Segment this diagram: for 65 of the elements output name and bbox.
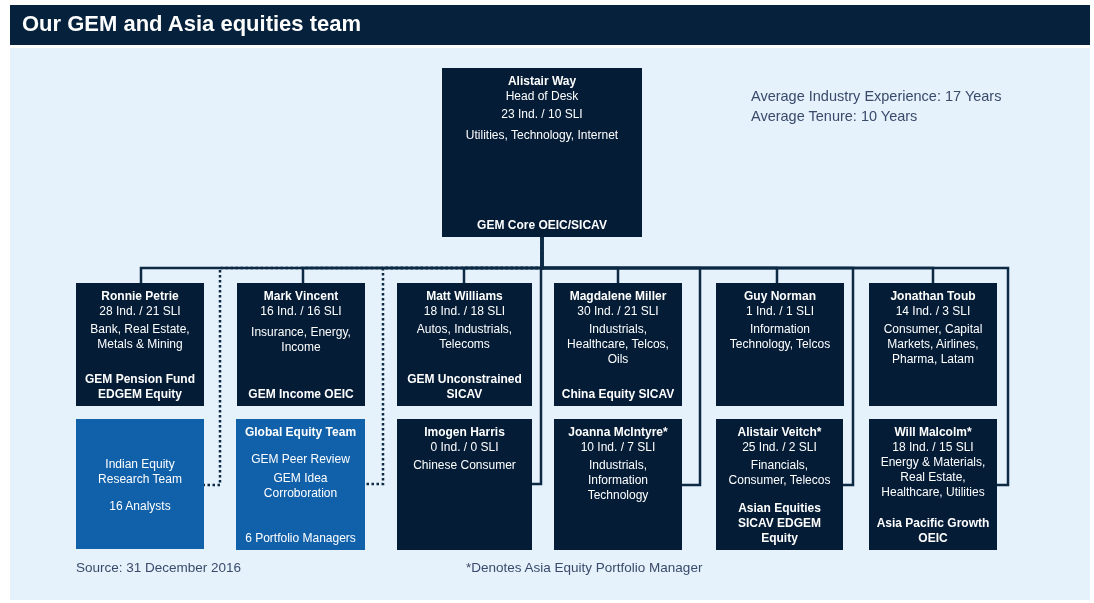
name-text: Magdalene Miller xyxy=(569,289,667,304)
name-text: Guy Norman xyxy=(744,289,816,304)
info-text: Chinese Consumer xyxy=(413,458,516,473)
info-text: 18 Ind. / 18 SLI xyxy=(423,304,506,319)
team-box xyxy=(76,419,204,549)
name-text: Imogen Harris xyxy=(424,425,505,440)
name-text: Global Equity Team xyxy=(244,425,357,440)
info-text: 16 Ind. / 16 SLI xyxy=(260,304,342,319)
fund-text: GEM Pension Fund EDGEM Equity xyxy=(84,372,196,402)
name-text: Alistair Veitch* xyxy=(737,425,822,440)
person-box xyxy=(397,283,532,406)
footnote-text: Source: 31 December 2016 xyxy=(76,560,242,575)
fund-text: GEM Core OEIC/SICAV xyxy=(477,218,607,233)
person-box xyxy=(716,419,843,550)
info-text: GEM Idea Corroboration xyxy=(262,471,339,501)
info-text: 25 Ind. / 2 SLI xyxy=(742,440,817,455)
name-text: Jonathan Toub xyxy=(890,289,976,304)
info-text: 0 Ind. / 0 SLI xyxy=(430,440,499,455)
info-text: Financials, Consumer, Telecos xyxy=(727,458,832,488)
info-text: 30 Ind. / 21 SLI xyxy=(577,304,659,319)
info-text: Autos, Industrials, Telecoms xyxy=(415,322,514,352)
footnote-text: *Denotes Asia Equity Portfolio Manager xyxy=(466,560,703,575)
name-text: Joanna McIntyre* xyxy=(568,425,668,440)
info-text: Industrials, Information Technology xyxy=(586,458,650,503)
info-text: GEM Peer Review xyxy=(251,452,350,467)
info-text: Insurance, Energy, Income xyxy=(250,325,352,355)
fund-text: China Equity SICAV xyxy=(561,387,675,402)
fund-text: GEM Income OEIC xyxy=(248,387,354,402)
info-text: Energy & Materials, Real Estate, Healthcare, Utilities xyxy=(879,455,987,500)
info-text: 6 Portfolio Managers xyxy=(245,531,356,546)
team-box xyxy=(236,419,365,550)
name-text: Ronnie Petrie xyxy=(101,289,179,304)
info-text: 16 Analysts xyxy=(109,499,171,514)
info-text: Information Technology, Telcos xyxy=(728,322,832,352)
person-box xyxy=(76,283,204,406)
info-text: 10 Ind. / 7 SLI xyxy=(580,440,656,455)
person-box xyxy=(442,68,642,237)
title: Our GEM and Asia equities team xyxy=(22,11,362,37)
info-text: 18 Ind. / 15 SLI xyxy=(892,440,974,455)
info-text: Indian Equity Research Team xyxy=(97,457,183,487)
info-text: 1 Ind. / 1 SLI xyxy=(745,304,814,319)
info-text: Industrials, Healthcare, Telcos, Oils xyxy=(566,322,670,367)
name-text: Mark Vincent xyxy=(263,289,339,304)
name-text: Alistair Way xyxy=(507,74,577,89)
person-box xyxy=(716,283,844,406)
info-text: 23 Ind. / 10 SLI xyxy=(501,107,583,122)
person-box xyxy=(869,419,997,550)
fund-text: Asia Pacific Growth OEIC xyxy=(875,516,991,546)
person-box xyxy=(554,419,682,550)
name-text: Matt Williams xyxy=(426,289,503,304)
info-text: Consumer, Capital Markets, Airlines, Pharma, Latam xyxy=(882,322,984,367)
info-text: Head of Desk xyxy=(505,89,579,104)
stat-text: Average Industry Experience: 17 Years xyxy=(751,88,1002,104)
person-box xyxy=(869,283,997,406)
person-box xyxy=(554,283,682,406)
stat-text: Average Tenure: 10 Years xyxy=(751,108,918,124)
info-text: 28 Ind. / 21 SLI xyxy=(99,304,181,319)
info-text: 14 Ind. / 3 SLI xyxy=(895,304,971,319)
info-text: Utilities, Technology, Internet xyxy=(465,128,619,143)
person-box xyxy=(397,419,532,550)
name-text: Will Malcolm* xyxy=(894,425,972,440)
person-box xyxy=(237,283,365,406)
info-text: Bank, Real Estate, Metals & Mining xyxy=(89,322,191,352)
fund-text: GEM Unconstrained SICAV xyxy=(406,372,523,402)
fund-text: Asian Equities SICAV EDGEM Equity xyxy=(736,501,823,546)
